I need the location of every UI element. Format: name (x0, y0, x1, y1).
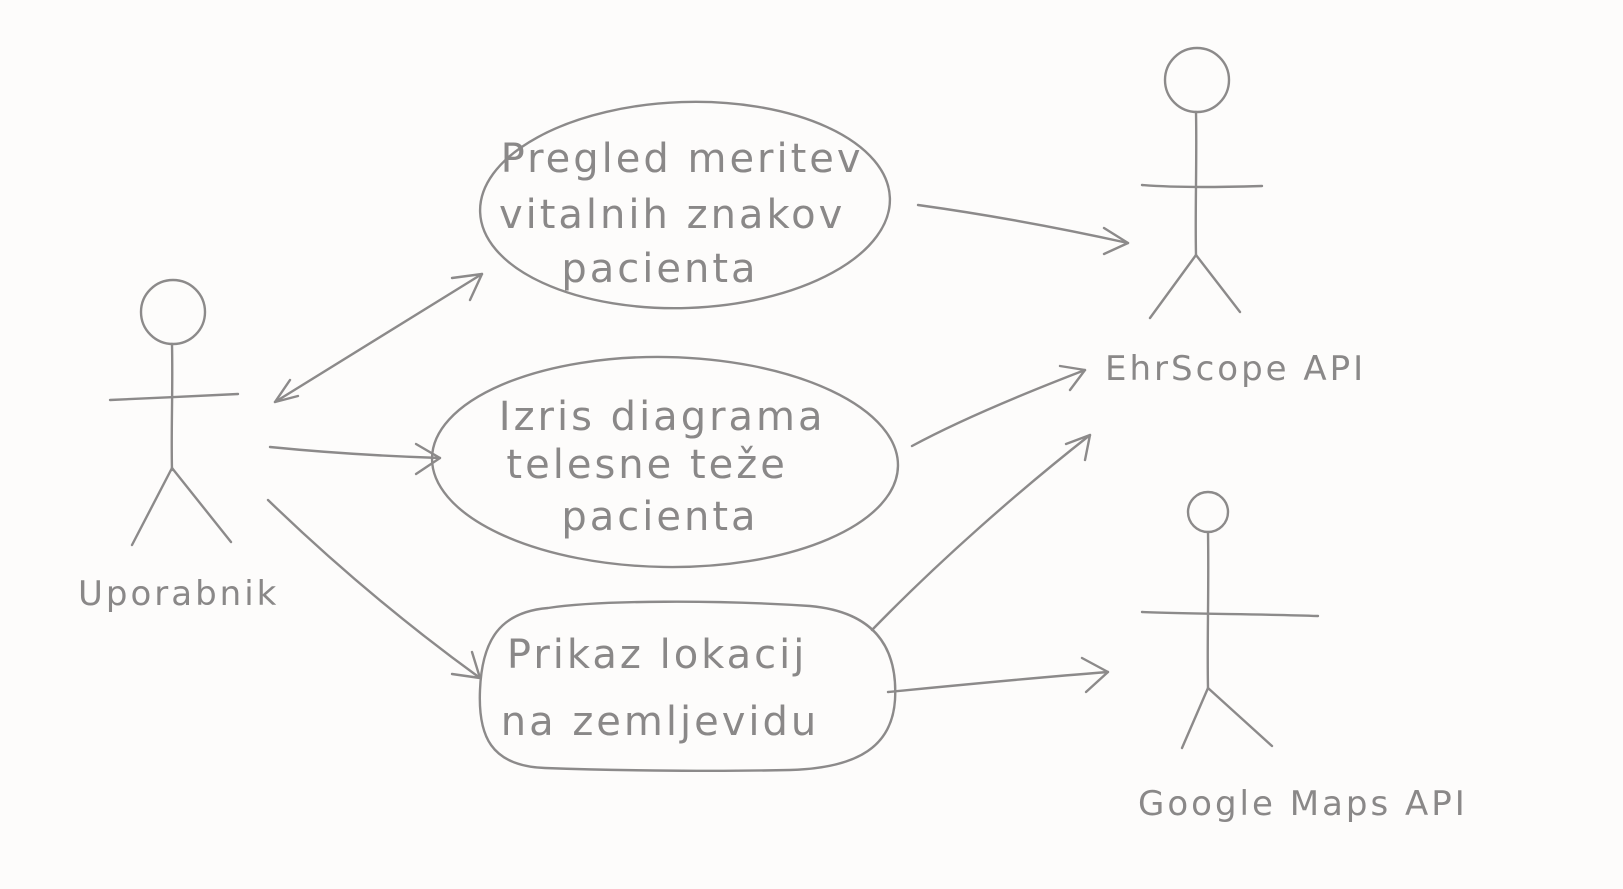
association-uc2-to-ehrscope (910, 364, 1087, 448)
association-user-to-uc2 (268, 442, 442, 476)
actor-uporabnik-legs (130, 466, 233, 547)
actor-google-maps (1140, 490, 1320, 750)
actor-uporabnik-body (170, 342, 174, 472)
use-case-1-text: Pregled meritev vitalnih znakov pacienta (499, 136, 879, 292)
actor-uporabnik (108, 278, 240, 547)
use-case-1-line-1: Pregled meritev (501, 136, 864, 182)
actor-uporabnik-head (139, 278, 207, 346)
actor-ehrscope-body (1194, 110, 1198, 257)
association-user-to-uc1 (273, 272, 484, 404)
association-uc1-to-ehrscope (916, 203, 1130, 256)
association-user-to-uc3 (266, 498, 482, 680)
use-case-2-line-3: pacienta (561, 494, 758, 540)
actor-uporabnik-arms (108, 392, 240, 402)
actor-ehrscope-legs (1148, 253, 1242, 320)
actor-ehrscope (1140, 46, 1264, 320)
actor-uporabnik-label: Uporabnik (78, 574, 279, 614)
actor-google-maps-arms (1140, 610, 1320, 618)
actor-ehrscope-arms (1140, 183, 1264, 189)
use-case-3-text: Prikaz lokacij na zemljevidu (501, 632, 823, 745)
use-case-2-text: Izris diagrama telesne teže pacienta (499, 394, 841, 540)
association-uc3-to-google-maps (886, 656, 1110, 694)
actor-google-maps-legs (1180, 686, 1274, 750)
use-case-3-line-2: na zemljevidu (501, 699, 820, 745)
association-uc3-to-ehrscope (870, 433, 1092, 632)
use-case-1-line-3: pacienta (561, 246, 758, 292)
actor-google-maps-head (1186, 490, 1230, 534)
actor-google-maps-label: Google Maps API (1138, 784, 1468, 824)
actor-ehrscope-label: EhrScope API (1105, 349, 1366, 389)
use-case-2-line-1: Izris diagrama (499, 394, 826, 440)
use-case-2-line-2: telesne teže (506, 442, 787, 488)
use-case-3-line-1: Prikaz lokacij (507, 632, 807, 678)
use-case-3-ellipse (478, 600, 897, 773)
use-case-1-line-2: vitalnih znakov (499, 192, 845, 238)
actor-ehrscope-head (1163, 46, 1231, 114)
actor-google-maps-body (1206, 530, 1210, 690)
use-case-1-ellipse (478, 100, 892, 310)
